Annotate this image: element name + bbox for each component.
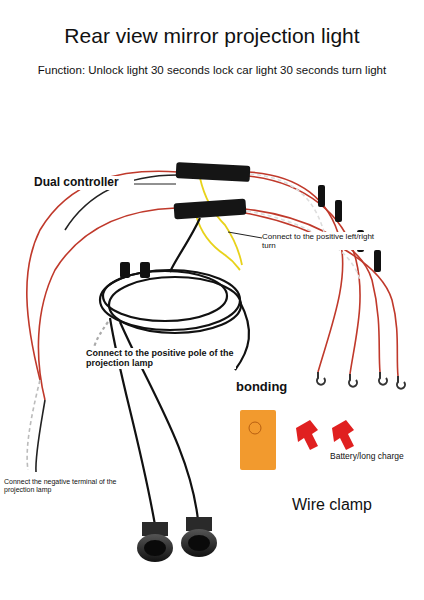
ring-terminal: [317, 372, 405, 389]
title: Rear view mirror projection light: [0, 24, 424, 48]
callout-label: Connect the negative terminal of the pro…: [4, 478, 122, 494]
projection-lamp: [137, 517, 217, 562]
controller-box: [174, 162, 251, 219]
callout-label: Connect to the positive left/right turn: [262, 232, 382, 250]
callout-label: Battery/long charge: [330, 452, 420, 462]
plug-connector: [120, 262, 150, 278]
bonding-tape: [240, 410, 276, 470]
wire-clamp-part: [296, 420, 354, 450]
turn-signal-wire: [196, 178, 242, 270]
leader-line: [228, 232, 262, 238]
leader-line: [128, 184, 176, 185]
callout-label: Dual controller: [34, 176, 134, 190]
fuse-holder: [318, 185, 381, 272]
callout-label: bonding: [236, 380, 306, 395]
power-wires: [27, 171, 398, 472]
callout-label: Wire clamp: [292, 496, 402, 514]
subtitle: Function: Unlock light 30 seconds lock c…: [8, 64, 416, 77]
callout-label: Connect to the positive pole of the proj…: [86, 348, 236, 369]
